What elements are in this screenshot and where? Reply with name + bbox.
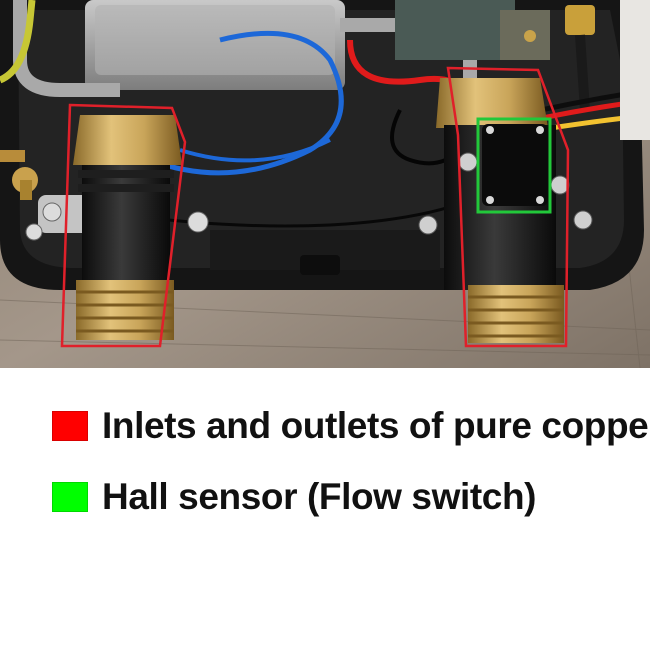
legend-copper: Inlets and outlets of pure copper bbox=[52, 405, 650, 447]
legend-hall-sensor-label: Hall sensor (Flow switch) bbox=[102, 476, 537, 517]
product-photo bbox=[0, 0, 650, 368]
legend-copper-label: Inlets and outlets of pure copper bbox=[102, 405, 650, 446]
legend-hall-sensor: Hall sensor (Flow switch) bbox=[52, 476, 536, 518]
green-square-icon bbox=[52, 482, 88, 512]
red-square-icon bbox=[52, 411, 88, 441]
